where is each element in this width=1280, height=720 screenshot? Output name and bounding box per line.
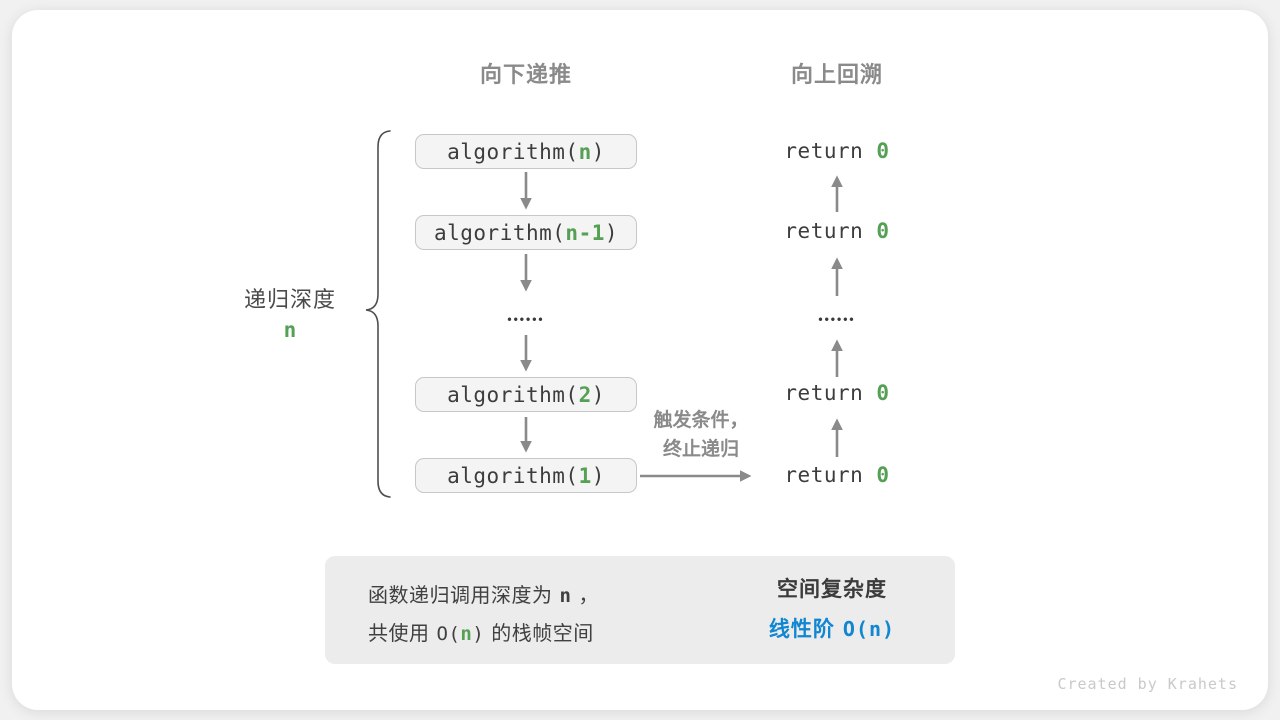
- summary-line-2: 共使用 O(n) 的栈帧空间: [368, 617, 594, 646]
- return-keyword: return: [784, 219, 877, 243]
- call-text: ): [591, 139, 605, 164]
- call-text: algorithm(: [447, 139, 579, 164]
- recursion-depth-variable: n: [283, 318, 297, 342]
- return-value: 0: [876, 463, 890, 487]
- return-keyword: return: [784, 463, 877, 487]
- call-arg: n: [578, 139, 592, 164]
- call-text: ): [604, 220, 619, 245]
- column-header-backtrack: 向上回溯: [790, 62, 883, 87]
- base-case-line2: 终止递归: [662, 439, 739, 460]
- summary-line-1: 函数递归调用深度为 n ，: [368, 579, 599, 608]
- call-arg: n-1: [565, 220, 605, 245]
- call-box-2: algorithm(2): [415, 377, 637, 412]
- return-value: 0: [876, 381, 890, 405]
- return-keyword: return: [784, 381, 877, 405]
- call-text: ): [591, 382, 605, 407]
- call-text: ): [591, 463, 605, 488]
- call-text: algorithm(: [433, 220, 566, 245]
- call-text: algorithm(: [447, 382, 579, 407]
- column-header-descend: 向下递推: [479, 62, 572, 87]
- return-value: 0: [876, 219, 890, 243]
- return-value: 0: [876, 139, 890, 163]
- summary-code-text: ): [472, 623, 485, 645]
- ellipsis-right: ••••••: [818, 312, 856, 326]
- summary-text: 函数递归调用深度为: [368, 585, 553, 607]
- base-case-annotation: 触发条件， 终止递归: [634, 406, 768, 464]
- return-line-3: return 0: [762, 381, 912, 405]
- return-line-4: return 0: [762, 463, 912, 487]
- credit-text: Created by Krahets: [1057, 675, 1238, 693]
- space-complexity-title: 空间复杂度: [777, 578, 887, 601]
- call-box-n-1: algorithm(n-1): [415, 215, 637, 250]
- summary-text: ，: [578, 585, 599, 607]
- call-box-n: algorithm(n): [415, 134, 637, 169]
- summary-code-var: n: [460, 623, 473, 645]
- summary-text: 的栈帧空间: [491, 623, 594, 645]
- complexity-label: 线性阶: [768, 618, 835, 641]
- call-box-1: algorithm(1): [415, 458, 637, 493]
- ellipsis-left: ••••••: [507, 312, 545, 326]
- summary-big-o: O(n): [437, 623, 485, 645]
- call-arg: 2: [578, 382, 592, 407]
- return-line-1: return 0: [762, 139, 912, 163]
- space-complexity-value: 线性阶 O(n): [717, 613, 947, 643]
- call-text: algorithm(: [447, 463, 579, 488]
- return-line-2: return 0: [762, 219, 912, 243]
- base-case-line1: 触发条件，: [653, 410, 749, 431]
- summary-code-text: O(: [436, 623, 461, 645]
- recursion-depth-label: 递归深度: [243, 287, 336, 312]
- return-keyword: return: [784, 139, 877, 163]
- complexity-big-o: O(n): [842, 617, 896, 641]
- call-arg: 1: [578, 463, 592, 488]
- summary-text: 共使用: [368, 623, 430, 645]
- summary-var-n: n: [559, 585, 572, 607]
